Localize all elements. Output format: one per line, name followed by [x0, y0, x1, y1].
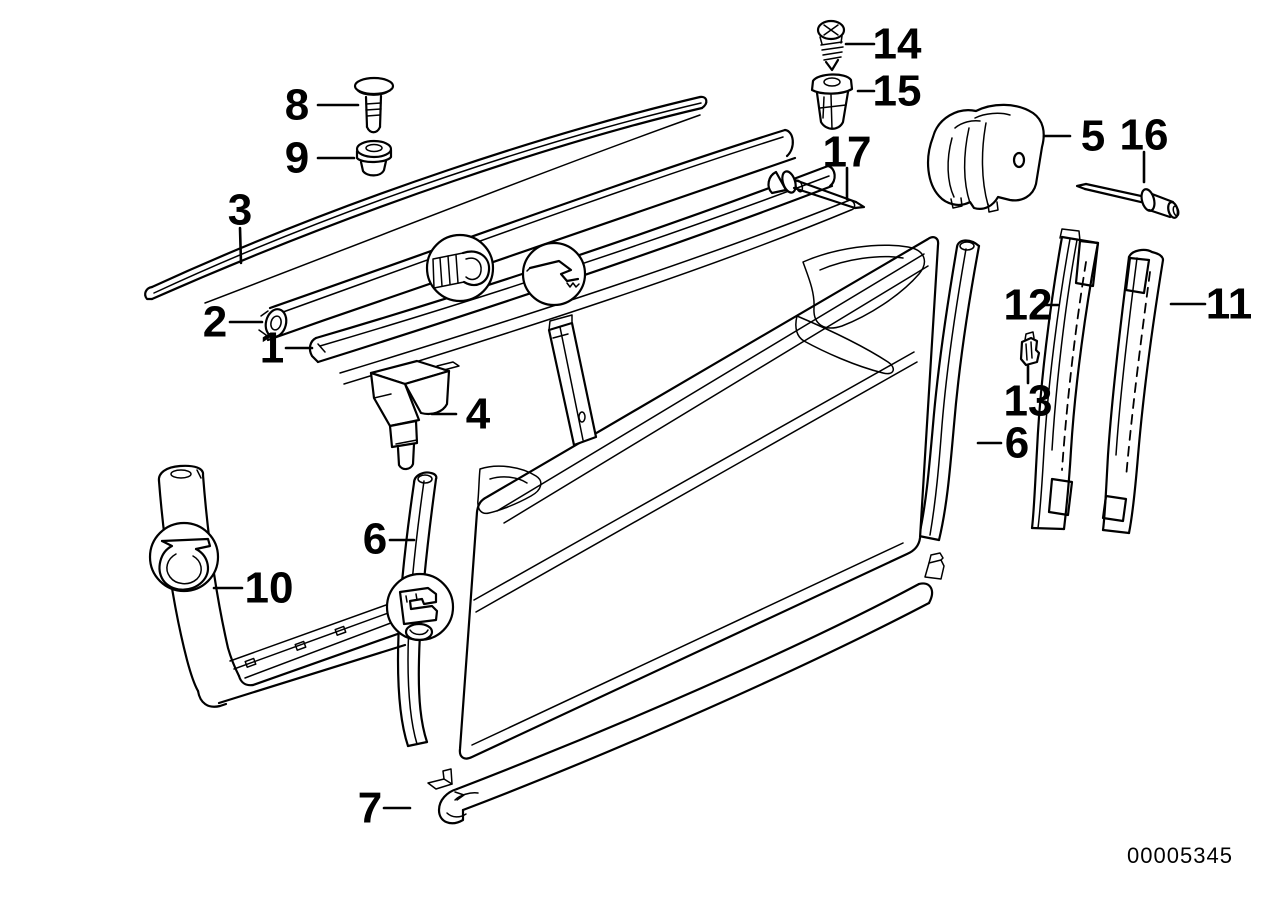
callout-6-front: 6	[363, 515, 387, 564]
callout-labels: 8 9 3 2 1 4 14 15 5 16 17 12 11 13 6 6 1…	[203, 20, 1253, 833]
bulb-profile-icon	[432, 250, 491, 289]
callout-10: 10	[245, 564, 294, 613]
d-bulb-profile-icon	[158, 537, 212, 591]
callout-5: 5	[1081, 112, 1105, 161]
callout-3: 3	[228, 186, 252, 235]
callout-2: 2	[203, 298, 227, 347]
callout-16: 16	[1120, 111, 1169, 160]
channel-part-12	[1030, 228, 1100, 531]
channel-profile-icon	[398, 586, 439, 642]
callout-7: 7	[358, 784, 382, 833]
clip-part-4	[369, 359, 460, 471]
clamp-part-5	[927, 103, 1045, 213]
handle-recess-curve	[795, 315, 895, 375]
callout-4: 4	[466, 390, 491, 439]
mirror-triangle-cutout	[802, 244, 926, 329]
leader-3	[238, 226, 243, 265]
callout-6-rear: 6	[1005, 419, 1029, 468]
drawing-code: 00005345	[1127, 843, 1233, 868]
callout-14: 14	[873, 20, 922, 69]
front-vent-cutout	[477, 465, 542, 515]
callout-15: 15	[873, 67, 922, 116]
inset-channel-section-circle	[385, 572, 455, 642]
callout-12: 12	[1004, 281, 1053, 330]
weatherstrip-part-3	[144, 95, 708, 304]
weatherstrip-part-2	[258, 128, 797, 342]
callout-1: 1	[260, 324, 284, 373]
grommet-part-9	[355, 139, 393, 177]
blind-rivet-part-16	[1075, 182, 1180, 219]
inset-bulb-section-circle	[425, 233, 495, 303]
callout-8: 8	[285, 81, 309, 130]
finger-profile-icon	[526, 259, 580, 288]
pillar-seal-part-6-rear	[917, 239, 981, 542]
sill-strip-part-7	[427, 552, 945, 825]
expanding-rivet-part-8	[353, 76, 395, 134]
channel-part-11	[1101, 248, 1165, 535]
front-frame-part-10	[157, 464, 408, 708]
door-panel	[458, 236, 940, 760]
callout-13: 13	[1004, 377, 1053, 426]
door-channel-part-6-front	[396, 471, 438, 748]
expansion-plug-part-15	[810, 73, 854, 130]
screw-part-14	[816, 19, 846, 72]
blind-rivet-part-17	[767, 170, 866, 210]
leader-lines	[212, 42, 1207, 810]
door-window-channel	[547, 314, 598, 447]
clip-part-13	[1019, 331, 1041, 367]
inset-finger-section-circle	[521, 241, 587, 307]
callout-17: 17	[823, 128, 872, 177]
callout-9: 9	[285, 134, 309, 183]
callout-11: 11	[1206, 280, 1253, 329]
inset-frame-section-circle	[148, 521, 220, 593]
